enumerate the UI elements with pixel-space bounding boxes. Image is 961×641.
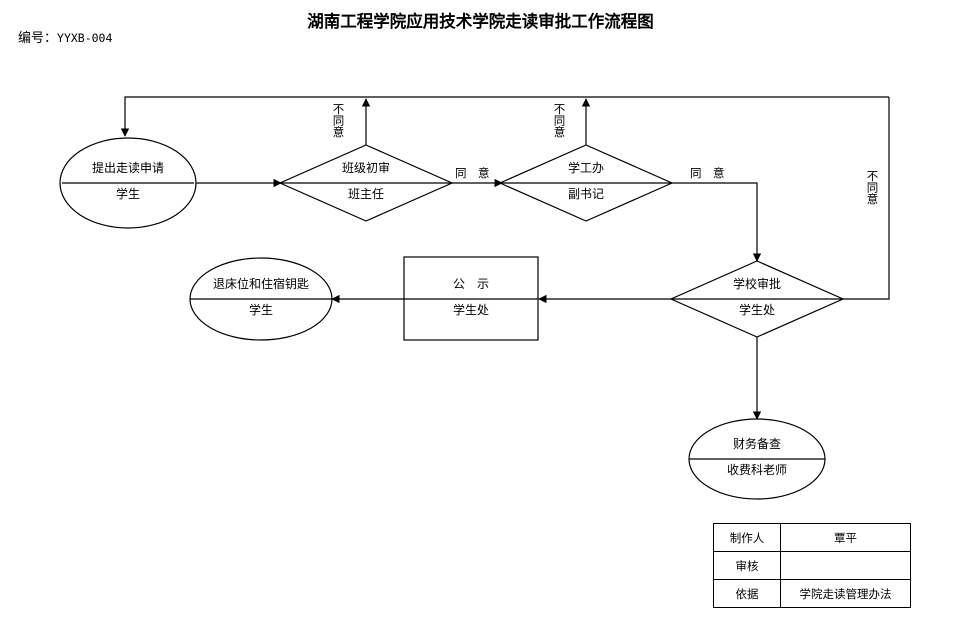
document-code: 编号：YYXB-004 — [18, 27, 112, 46]
info-table-value-2: 学院走读管理办法 — [780, 579, 911, 608]
edge-school-approval-reject — [843, 97, 890, 300]
edge-label-class-review-agree: 同 意 — [455, 166, 490, 180]
info-table-label-1: 审核 — [713, 551, 781, 580]
edge-label-school-approval-reject: 不同意 — [865, 170, 880, 205]
edge-label-student-affairs-reject: 不同意 — [552, 103, 567, 138]
edge-reject-return-rail — [120, 96, 889, 137]
info-table: 制作人 覃平 审核 依据 学院走读管理办法 — [713, 523, 911, 608]
page-title: 湖南工程学院应用技术学院走读审批工作流程图 — [307, 12, 654, 31]
edge-student-affairs-agree — [672, 182, 762, 262]
info-table-label-2: 依据 — [713, 579, 781, 608]
table-row: 依据 学院走读管理办法 — [713, 579, 911, 608]
table-row: 制作人 覃平 — [713, 523, 911, 552]
document-code-label: 编号： — [18, 31, 58, 46]
info-table-value-0: 覃平 — [780, 523, 911, 552]
document-code-value: YYXB-004 — [57, 31, 113, 45]
edge-label-student-affairs-agree: 同 意 — [690, 166, 725, 180]
info-table-label-0: 制作人 — [713, 523, 781, 552]
info-table-value-1 — [780, 551, 911, 580]
table-row: 审核 — [713, 551, 911, 580]
edge-label-class-review-reject: 不同意 — [331, 103, 346, 138]
